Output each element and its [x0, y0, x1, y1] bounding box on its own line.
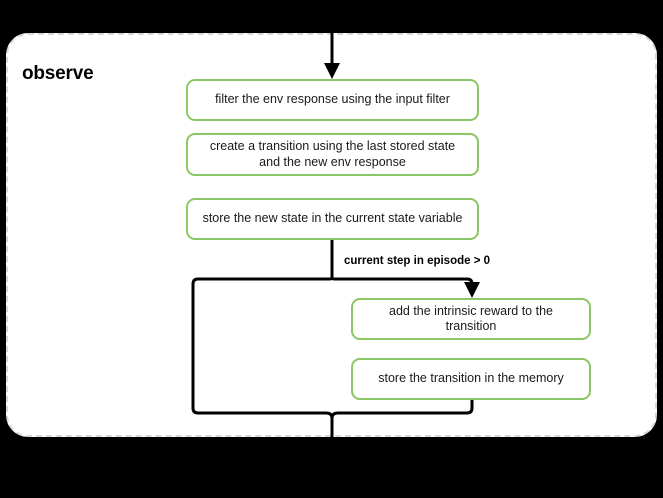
node-create-transition[interactable]: create a transition using the last store… — [186, 133, 479, 176]
page-title: observe — [22, 63, 94, 84]
node-filter-env-response[interactable]: filter the env response using the input … — [186, 79, 479, 121]
node-store-new-state[interactable]: store the new state in the current state… — [186, 198, 479, 240]
branch-condition-label: current step in episode > 0 — [344, 255, 491, 267]
node-add-intrinsic-reward[interactable]: add the intrinsic reward to the transiti… — [351, 298, 591, 340]
node-store-transition[interactable]: store the transition in the memory — [351, 358, 591, 400]
